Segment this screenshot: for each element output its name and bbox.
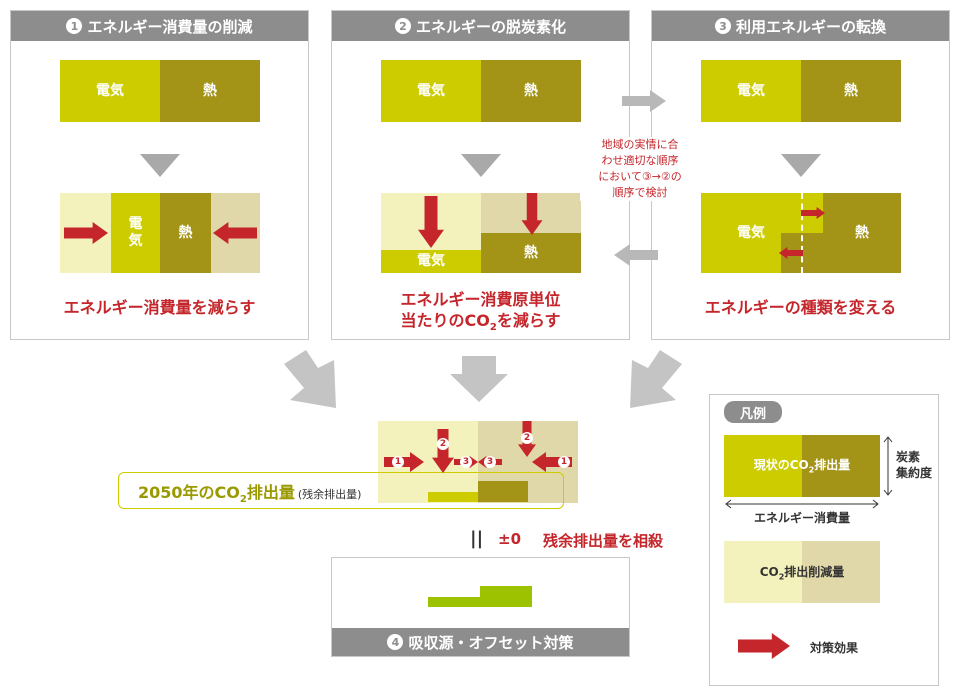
panel3-arrow-right-icon <box>801 207 825 219</box>
summary-marker-2-right: 2 <box>521 432 533 444</box>
legend-reduction-electricity <box>724 541 802 603</box>
order-note: 地域の実情に合 わせ適切な順序 において③→②の 順序で検討 <box>580 137 700 201</box>
summary-arrow-1-right-icon <box>532 452 572 472</box>
legend-current-post: 排出量 <box>814 457 851 472</box>
panel3-heat-after: 熱 <box>823 193 901 273</box>
legend-carbon-intensity-line1: 炭素 <box>896 450 921 464</box>
panel4-residual-low-bar <box>428 597 480 607</box>
panel1-header: 1 エネルギー消費量の削減 <box>11 11 308 41</box>
legend-carbon-intensity-line2: 集約度 <box>896 466 933 481</box>
legend-current-pre: 現状のCO <box>753 457 809 472</box>
summary-residual-electricity-bar <box>428 492 478 502</box>
legend-carbon-intensity-label: 炭素 集約度 <box>896 449 932 481</box>
panel2-arrow-down-electricity-icon <box>418 196 444 248</box>
legend-reduction-heat <box>802 541 880 603</box>
panel2-effect-line1: エネルギー消費原単位 <box>400 290 561 309</box>
panel1-electricity-after: 電 気 <box>111 193 160 273</box>
summary-marker-3-right: 3 <box>484 456 496 468</box>
panel3-number: 3 <box>714 18 731 34</box>
legend-reduction-subscript: 2 <box>778 572 785 582</box>
panel4-header: 4 吸収源・オフセット対策 <box>332 628 629 656</box>
panel1-title: エネルギー消費量の削減 <box>87 17 253 36</box>
summary-label-post: 排出量 <box>246 483 295 502</box>
panel3-title: 利用エネルギーの転換 <box>735 17 886 36</box>
panel3-heat-block: 熱 <box>801 60 901 122</box>
panel3-electricity-block: 電気 <box>701 60 801 122</box>
panel4-number: 4 <box>387 634 404 650</box>
summary-marker-2-left: 2 <box>437 438 449 450</box>
summary-arrow-2-left-icon <box>432 429 454 473</box>
panel4-title: 吸収源・オフセット対策 <box>408 633 574 652</box>
panel-energy-conversion: 3 利用エネルギーの転換 電気 熱 電気 熱 エネルギーの種類を変える <box>651 10 950 340</box>
panel1-arrow-right-icon <box>64 222 108 244</box>
panel-sink-offset: 4 吸収源・オフセット対策 <box>331 557 630 657</box>
summary-residual-label: 2050年のCO2排出量(残余排出量) <box>138 479 361 505</box>
panel3-header: 3 利用エネルギーの転換 <box>652 11 949 41</box>
order-arrow-left-icon <box>614 244 658 266</box>
legend-current-heat <box>802 435 880 497</box>
panel2-header: 2 エネルギーの脱炭素化 <box>332 11 629 41</box>
summary-marker-1-right: 1 <box>558 456 570 468</box>
panel3-transition-triangle-icon <box>781 154 821 177</box>
panel4-residual-high-bar <box>480 586 532 607</box>
offset-text: 残余排出量を相殺 <box>543 532 664 550</box>
summary-label-pre: 2050年のCO <box>138 483 240 502</box>
summary-label-subscript: 2 <box>239 494 247 506</box>
converge-arrow-right-icon <box>630 350 682 408</box>
summary-label-paren: (残余排出量) <box>297 488 362 501</box>
panel2-number: 2 <box>394 18 411 34</box>
legend-energy-consumption-label: エネルギー消費量 <box>753 511 850 525</box>
panel1-arrow-left-icon <box>213 222 257 244</box>
panel2-effect-line2: 当たりのCO2を減らす <box>332 311 629 334</box>
panel1-number: 1 <box>66 18 83 34</box>
summary-arrow-1-left-icon <box>384 452 424 472</box>
legend-current-electricity <box>724 435 802 497</box>
panel1-effect-text: エネルギー消費量を減らす <box>63 298 256 317</box>
legend-current-label: 現状のCO2排出量 <box>724 435 880 497</box>
panel-energy-reduction: 1 エネルギー消費量の削減 電気 熱 電 気 熱 エネルギー消費量を減らす <box>10 10 309 340</box>
legend-horizontal-dimension-icon <box>725 499 879 509</box>
summary-marker-3-left: 3 <box>460 456 472 468</box>
panel2-heat-block: 熱 <box>481 60 581 122</box>
panel1-heat-after: 熱 <box>160 193 211 273</box>
summary-residual-heat-bar <box>478 481 528 502</box>
legend-effect-label: 対策効果 <box>810 641 859 655</box>
panel2-effect-text: エネルギー消費原単位 当たりのCO2を減らす <box>332 290 629 334</box>
summary-marker-1-left: 1 <box>392 456 404 468</box>
legend-title: 凡例 <box>724 401 782 423</box>
equal-sign: || <box>470 528 484 549</box>
plus-minus-zero: ±0 <box>498 530 522 548</box>
panel1-heat-block: 熱 <box>160 60 260 122</box>
panel2-electricity-block: 電気 <box>381 60 481 122</box>
legend-panel: 凡例 現状のCO2排出量 炭素 集約度 エネルギー消費量 CO2排出削減量 対策… <box>709 394 939 686</box>
panel2-transition-triangle-icon <box>461 154 501 177</box>
panel2-effect-line2-post: を減らす <box>496 310 561 330</box>
legend-current-subscript: 2 <box>808 464 815 474</box>
legend-vertical-dimension-icon <box>883 436 893 496</box>
panel2-effect-subscript: 2 <box>489 321 497 333</box>
panel3-arrow-left-icon <box>779 247 803 259</box>
legend-reduction-pre: CO <box>759 564 779 579</box>
panel2-electricity-after: 電気 <box>381 250 481 273</box>
panel2-heat-after: 熱 <box>481 233 581 273</box>
panel1-transition-triangle-icon <box>140 154 180 177</box>
converge-arrow-center-icon <box>450 356 508 402</box>
panel3-boundary-dashed-line <box>801 193 803 273</box>
converge-arrow-left-icon <box>284 350 336 408</box>
panel2-effect-line2-pre: 当たりのCO <box>400 310 490 330</box>
legend-effect-arrow-icon <box>738 633 790 659</box>
legend-reduction-post: 排出削減量 <box>784 564 845 579</box>
panel2-title: エネルギーの脱炭素化 <box>415 17 566 36</box>
legend-reduction-label: CO2排出削減量 <box>724 541 880 603</box>
panel3-effect-text: エネルギーの種類を変える <box>704 298 897 317</box>
order-arrow-right-icon <box>622 90 666 112</box>
panel1-electricity-block: 電気 <box>60 60 160 122</box>
panel2-arrow-down-heat-icon <box>521 193 543 235</box>
summary-residual-outline <box>118 472 564 509</box>
